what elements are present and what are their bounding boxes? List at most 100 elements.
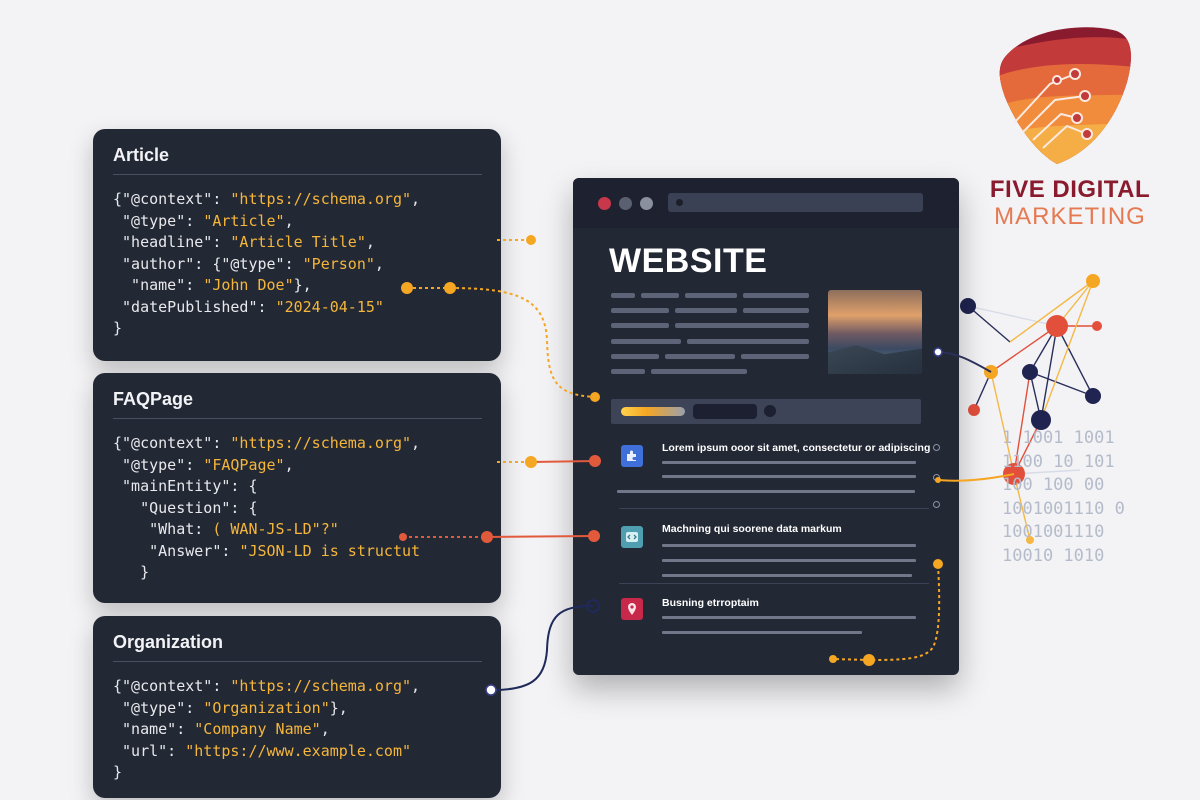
binary-line: 1001001110 (1002, 522, 1105, 542)
code-line: {"@context": "https://schema.org", (113, 433, 501, 455)
card-title: Organization (113, 632, 482, 662)
text-placeholder (743, 293, 809, 298)
network-edge (1013, 371, 1031, 475)
code-line: "Question": { (113, 498, 501, 520)
code-line: "@type": "FAQPage", (113, 455, 501, 477)
network-node (960, 298, 976, 314)
code-block: {"@context": "https://schema.org", "@typ… (113, 433, 501, 584)
network-edge (1029, 371, 1094, 397)
text-placeholder (662, 616, 916, 619)
code-key: , (320, 720, 330, 738)
code-key: "mainEntity": { (113, 477, 258, 495)
text-placeholder (611, 308, 669, 313)
card-title: Article (113, 145, 482, 175)
text-placeholder (675, 323, 809, 328)
network-node (1022, 364, 1038, 380)
binary-line: 10010 1010 (1002, 545, 1105, 566)
binary-code-decoration: 1 1001 1001 1100 10 101 100 100 00 10010… (1002, 427, 1132, 568)
network-node (1092, 321, 1102, 331)
brand-logo-icon (999, 27, 1131, 164)
code-value: "https://schema.org" (230, 677, 412, 695)
code-icon (621, 526, 643, 548)
puzzle-icon (621, 445, 643, 467)
code-value: "FAQPage" (203, 455, 285, 474)
code-line: "@type": "Organization"}, (113, 698, 501, 720)
network-node (1026, 536, 1034, 544)
network-edge (1040, 325, 1058, 421)
code-key: {"@context": (113, 434, 231, 452)
network-edge (1013, 469, 1081, 475)
card-title: FAQPage (113, 389, 482, 419)
search-field[interactable] (693, 404, 757, 419)
connector-ring (933, 474, 940, 481)
code-key: , (411, 190, 421, 208)
code-value: "https://www.example.com" (185, 741, 412, 760)
highlighted-search-bar[interactable] (611, 399, 921, 424)
code-line: "datePublished": "2024-04-15" (113, 297, 501, 319)
code-line: "name": "Company Name", (113, 719, 501, 741)
text-placeholder (651, 369, 747, 374)
text-placeholder (662, 631, 862, 634)
pin-icon (621, 598, 643, 620)
code-value: ( WAN-JS-LD"?" (212, 520, 339, 538)
browser-chrome (573, 178, 959, 228)
website-title: WEBSITE (609, 242, 768, 280)
brand-name-line2: MARKETING (994, 203, 1146, 230)
organization-schema-card: Organization {"@context": "https://schem… (93, 616, 501, 798)
connector-ring (933, 501, 940, 508)
network-edge (990, 371, 1015, 475)
item-title: Machning qui soorene data markum (662, 523, 842, 535)
code-key: , (411, 434, 421, 452)
code-key: } (113, 763, 123, 781)
network-node (1086, 274, 1100, 288)
code-key: } (113, 319, 123, 337)
window-minimize-dot (619, 197, 632, 210)
code-key: , (365, 233, 375, 251)
code-key: "datePublished": (113, 297, 276, 316)
code-value: "Organization" (203, 698, 330, 717)
code-line: "headline": "Article Title", (113, 232, 501, 254)
code-block: {"@context": "https://schema.org", "@typ… (113, 676, 501, 784)
window-close-dot (598, 197, 611, 210)
code-key: }, (293, 276, 312, 294)
binary-line: 1 1001 1001 (1002, 428, 1115, 448)
brand-name-line1: FIVE DIGITAL (989, 176, 1151, 203)
text-placeholder (611, 293, 635, 298)
text-placeholder (662, 559, 916, 562)
code-value: "2024-04-15" (275, 297, 384, 316)
code-key: "@type": (113, 211, 204, 230)
network-node (1046, 315, 1068, 337)
code-key: {"@context": (113, 190, 231, 208)
code-key: "@type": (113, 698, 204, 717)
code-key: , (284, 455, 294, 474)
network-node (1031, 410, 1051, 430)
landscape-photo (828, 290, 922, 374)
window-maximize-dot (640, 197, 653, 210)
code-key: {"@context": (113, 677, 231, 695)
code-value: "JSON-LD is structut (239, 541, 421, 560)
code-key: "author": {"@type": (113, 254, 303, 273)
text-placeholder (662, 544, 916, 547)
code-line: "What: ( WAN-JS-LD"?" (113, 519, 501, 541)
glow-highlight (621, 407, 685, 416)
network-edge (1009, 280, 1094, 343)
code-value: "https://schema.org" (230, 190, 412, 208)
code-key: "url": (113, 741, 186, 760)
search-button[interactable] (764, 405, 776, 417)
text-placeholder (662, 574, 912, 577)
code-value: "Person" (302, 254, 375, 273)
network-edge (990, 325, 1058, 373)
divider (619, 508, 929, 509)
text-placeholder (611, 323, 669, 328)
brand-wordmark: FIVE DIGITAL MARKETING (980, 177, 1160, 231)
code-value: "Company Name" (194, 720, 321, 738)
network-node (984, 365, 998, 379)
connector-ring (933, 444, 940, 451)
code-key: , (411, 677, 421, 695)
faqpage-schema-card: FAQPage {"@context": "https://schema.org… (93, 373, 501, 603)
code-key: }, (329, 698, 348, 717)
text-placeholder (662, 475, 916, 478)
text-placeholder (617, 490, 915, 493)
code-key: "name": (113, 720, 195, 738)
